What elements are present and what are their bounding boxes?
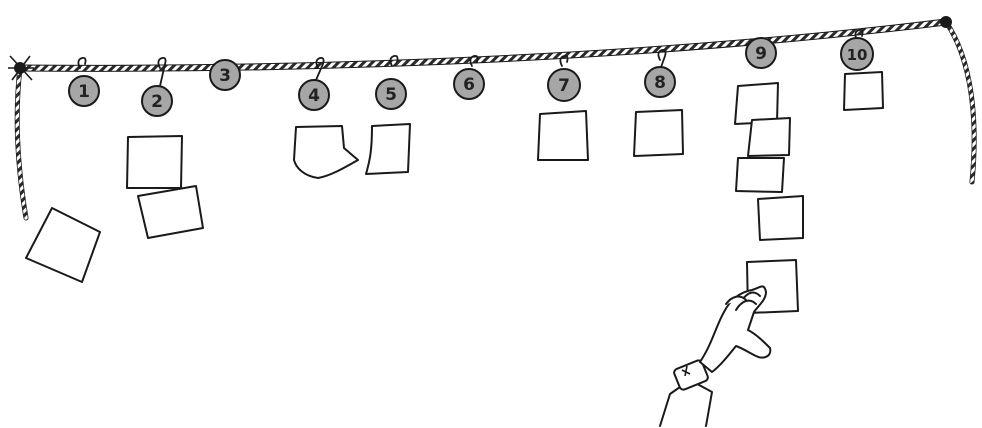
tag-8: 8 [645, 67, 675, 97]
tag-3-label: 3 [219, 66, 231, 86]
tag-1-label: 1 [78, 82, 90, 102]
tag-10: 10 [841, 38, 873, 70]
sticky-note [127, 136, 182, 188]
sticky-note [758, 196, 803, 240]
tag-4: 4 [299, 80, 329, 110]
tag-1: 1 [69, 76, 99, 106]
sticky-note [748, 118, 790, 156]
tag-2-label: 2 [151, 92, 163, 112]
tag-5: 5 [376, 79, 406, 109]
tag-7: 7 [548, 69, 580, 101]
tag-2: 2 [142, 86, 172, 116]
pin-icon-right [940, 16, 952, 28]
sticky-note [26, 208, 100, 282]
sticky-note [366, 124, 410, 174]
tag-6-label: 6 [463, 75, 475, 95]
sticky-note [736, 158, 784, 192]
tag-4-label: 4 [308, 86, 320, 106]
tag-7-label: 7 [558, 76, 570, 96]
tag-9: 9 [746, 38, 776, 68]
hand-placing-note-icon [660, 286, 770, 426]
sticky-note [735, 83, 778, 124]
sticky-note [138, 186, 203, 238]
sticky-note [844, 72, 883, 110]
tag-6: 6 [454, 69, 484, 99]
tag-5-label: 5 [385, 85, 397, 105]
tag-8-label: 8 [654, 73, 666, 93]
tag-10-label: 10 [847, 46, 868, 64]
sticky-note [294, 126, 358, 178]
sticky-note [538, 111, 588, 160]
sticky-note [634, 110, 683, 156]
tag-9-label: 9 [755, 44, 767, 64]
tag-3: 3 [210, 60, 240, 90]
